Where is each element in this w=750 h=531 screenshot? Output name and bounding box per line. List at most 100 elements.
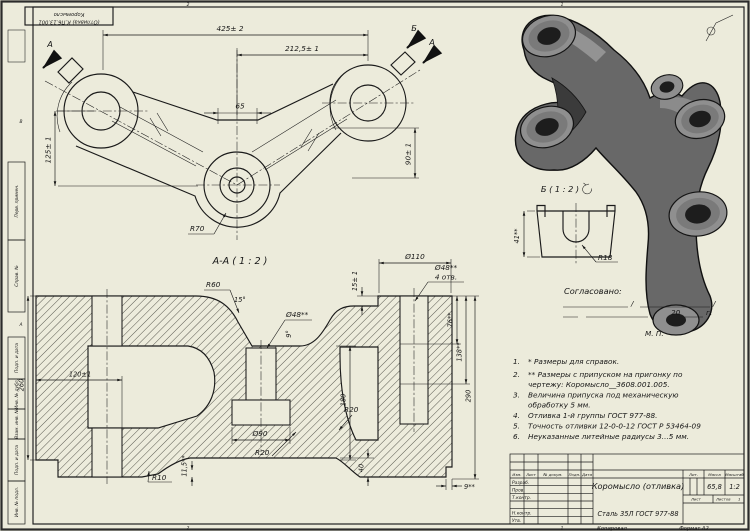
dim-label: 260 <box>18 379 26 392</box>
section-view: А-А ( 1 : 2 ) Ø110 15± 1 Ø48** 4 отв. 76… <box>18 252 479 491</box>
dim-label: R60 <box>206 280 221 289</box>
margin-stamp-label: Инв. № подл. <box>14 487 20 517</box>
tb-sheet: Лист <box>690 497 702 502</box>
dim-label: 11,5** <box>181 455 189 477</box>
dim-label: Ø90 <box>251 429 267 438</box>
dim-label: R20 <box>255 448 270 457</box>
note-num: 2. <box>513 370 520 379</box>
agreed-block: Согласовано: / / 20 г. М. П. <box>563 286 717 338</box>
note-num: 6. <box>513 432 520 441</box>
tb-sheets-value: 1 <box>738 497 740 502</box>
margin-stamp-label: Инв. № дубл. <box>14 379 20 409</box>
tb-row: Т.контр. <box>512 495 531 501</box>
detail-title: Б ( 1 : 2 ) <box>541 184 579 194</box>
section-label-a: A <box>46 39 53 49</box>
tb-col: Дата <box>581 472 593 477</box>
detail-view-b: Б ( 1 : 2 ) R18 41** <box>513 182 618 264</box>
dim-label: R20 <box>344 405 359 414</box>
year-label: 20 <box>671 308 681 317</box>
iso-boss <box>521 14 577 58</box>
dim-label: 4 отв. <box>435 273 457 282</box>
dim-label: 15° <box>234 296 246 304</box>
dim-label: 125± 1 <box>44 136 53 163</box>
year-suffix: г. <box>706 308 712 317</box>
zone-number: 1 <box>561 526 564 531</box>
section-label-a: A <box>428 37 435 47</box>
rotated-icon <box>582 182 592 195</box>
note-num: 5. <box>513 422 520 431</box>
tb-scale: Масштаб <box>725 472 744 477</box>
stamp-part-name: Коромысло <box>54 11 85 17</box>
tb-col: Изм. <box>512 472 521 477</box>
technical-notes: 1. * Размеры для справок. 2. ** Размеры … <box>513 357 701 441</box>
iso-boss <box>668 191 728 237</box>
note-text: Отливка 1-й группы ГОСТ 977-88. <box>528 411 658 420</box>
zone-letter: А <box>18 322 22 328</box>
iso-boss <box>674 98 726 140</box>
tb-lit: Лит. <box>688 472 698 477</box>
zone-number: 2 <box>187 526 190 531</box>
agreed-title: Согласовано: <box>564 286 622 296</box>
dim-label: 15± 1 <box>351 271 359 291</box>
dim-label: R70 <box>190 224 205 233</box>
copied-label: Копировал <box>597 526 627 531</box>
note-num: 3. <box>513 391 520 400</box>
view-label-b: Б <box>411 23 417 33</box>
scale-value: 1:2 <box>729 483 740 491</box>
slash: / <box>712 299 717 308</box>
front-view: 425± 2 212,5± 1 65 125± 1 90± 1 R70 A Б … <box>42 23 443 240</box>
dim-label: 90± 1 <box>404 143 413 165</box>
margin-stamp-label: Перв. примен. <box>14 185 20 218</box>
tb-col: Лист <box>525 472 537 477</box>
dim-label: 40 <box>358 464 366 472</box>
margin-stamp-label: Взам. инв. № <box>14 409 20 439</box>
note-text: Величина припуска под механическую <box>528 391 679 400</box>
iso-view <box>514 14 734 336</box>
tb-sheets: Листов <box>715 497 731 502</box>
margin-stamp-label: Подп. и дата <box>14 445 20 475</box>
dim-label: 180 <box>340 394 348 407</box>
dim-label: 9° <box>285 330 293 338</box>
note-text: чертежу: Коромысло__3608.001.005. <box>528 380 670 389</box>
dim-label: 9** <box>464 483 475 491</box>
margin-stamp-label: Справ. № <box>14 265 20 287</box>
margin-stamps: Перв. примен. Справ. № Подп. и дата Инв.… <box>7 161 26 525</box>
iso-boss <box>650 74 684 100</box>
slash: / <box>630 299 635 308</box>
note-text: ** Размеры с припуском на пригонку по <box>528 370 683 379</box>
dim-label: 120±1 <box>69 371 91 379</box>
dim-label: 138** <box>456 342 464 362</box>
dim-label: 41** <box>513 228 521 244</box>
zone-number: 1 <box>561 2 564 8</box>
dim-label: 65 <box>235 102 245 111</box>
dim-label: R10 <box>152 473 167 482</box>
tb-row: Разраб. <box>512 480 529 486</box>
note-num: 1. <box>513 357 520 366</box>
iso-boss <box>519 105 575 149</box>
tb-mass: Масса <box>708 472 721 477</box>
part-name: Коромысло (отливка) <box>592 481 685 491</box>
tb-col: № докум. <box>542 472 562 477</box>
section-title: А-А ( 1 : 2 ) <box>212 256 268 267</box>
tb-col: Подп. <box>569 472 581 477</box>
note-text: обработку 5 мм. <box>528 401 591 410</box>
tb-row: Н.контр. <box>512 511 532 517</box>
stamp-place-label: М. П. <box>645 329 664 338</box>
tb-row: Пров. <box>512 488 525 494</box>
iso-boss <box>652 304 700 336</box>
format-label: Формат А2 <box>679 526 709 531</box>
zone-number: 2 <box>187 2 190 8</box>
mass-value: 65,8 <box>707 483 722 491</box>
material: Сталь 35Л ГОСТ 977-88 <box>597 510 678 518</box>
dim-label: 76** <box>447 312 455 328</box>
stamp-part-number: (Отливка) К.П6.13.001 <box>38 19 99 25</box>
dim-label: Ø110 <box>404 252 425 261</box>
dim-label: Ø48** <box>434 263 458 272</box>
dim-label: 290 <box>465 390 473 403</box>
zone-letter: В <box>19 119 22 125</box>
note-text: Неуказанные литейные радиусы 3...5 мм. <box>528 432 689 441</box>
surface-finish-icon <box>705 14 734 42</box>
note-text: * Размеры для справок. <box>528 357 619 366</box>
note-num: 4. <box>513 411 520 420</box>
